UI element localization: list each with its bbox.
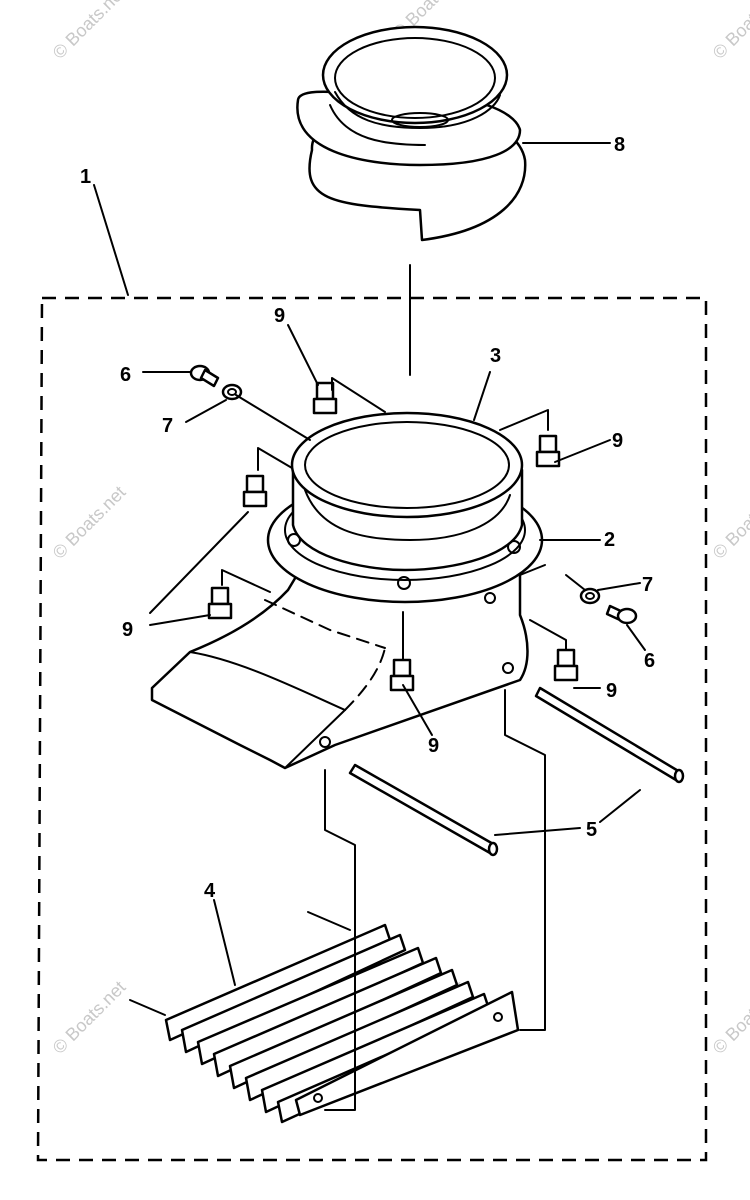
callout-7: 7	[642, 574, 653, 596]
spiral-intake-part	[296, 25, 527, 242]
callout-9: 9	[122, 619, 133, 641]
callout-8: 8	[614, 134, 625, 156]
callout-3: 3	[490, 345, 501, 367]
watermark: © Boats.net	[709, 482, 750, 563]
callout-6: 6	[120, 364, 131, 386]
callout-2: 2	[604, 529, 615, 551]
callout-6: 6	[644, 650, 655, 672]
screw-washer-parts	[189, 364, 638, 625]
callout-9: 9	[274, 305, 285, 327]
watermark: © Boats.net	[49, 0, 130, 63]
callout-9: 9	[428, 735, 439, 757]
leader-lines	[93, 142, 646, 1111]
pump-housing-part	[150, 411, 544, 770]
watermark: © Boats.net	[49, 977, 130, 1058]
callout-9: 9	[606, 680, 617, 702]
grate-part	[164, 923, 520, 1124]
watermark: © Boats.net	[709, 977, 750, 1058]
callout-5: 5	[586, 819, 597, 841]
callout-7: 7	[162, 415, 173, 437]
callout-9: 9	[612, 430, 623, 452]
watermark: © Boats.net	[709, 0, 750, 63]
callout-4: 4	[204, 880, 216, 902]
pin-parts	[348, 686, 685, 857]
assembly-boundary	[36, 296, 708, 1162]
callout-1: 1	[80, 166, 91, 188]
watermark: © Boats.net	[49, 482, 130, 563]
callout-labels: 1 8 9 3 6 7 9 2 7 9 6 9 9 5 4	[80, 134, 655, 902]
